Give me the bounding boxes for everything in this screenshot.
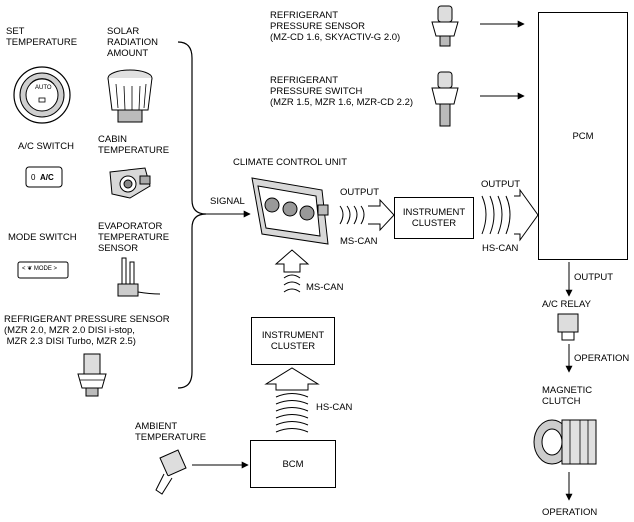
climate-control-unit-label: CLIMATE CONTROL UNIT — [233, 157, 348, 168]
mode-switch-icon — [17, 261, 69, 279]
ms-can-label-2: MS-CAN — [306, 282, 344, 293]
refrigerant-sensor-left-icon — [77, 353, 107, 397]
ac-relay-icon — [557, 313, 579, 341]
cabin-temperature-sensor-icon — [109, 167, 151, 199]
mode-switch-label: MODE SWITCH — [8, 232, 77, 243]
refrigerant-pressure-switch-icon — [431, 71, 459, 127]
input-bracket — [177, 41, 207, 389]
magnetic-clutch-label: MAGNETIC CLUTCH — [542, 385, 593, 407]
hs-can-output-arrow — [481, 188, 539, 242]
operation-label-2: OPERATION — [542, 507, 598, 518]
hs-can-up-arrow — [264, 367, 320, 433]
refrigerant-sensor-left-label: REFRIGERANT PRESSURE SENSOR (MZR 2.0, MZ… — [4, 314, 170, 347]
pressure-sensor-label: REFRIGERANT PRESSURE SENSOR (MZ-CD 1.6, … — [270, 10, 401, 43]
signal-label: SIGNAL — [210, 196, 245, 207]
instrument-cluster-right-box: INSTRUMENT CLUSTER — [394, 197, 474, 239]
ac-relay-label: A/C RELAY — [542, 299, 591, 310]
solar-radiation-sensor-icon — [107, 69, 153, 123]
refrigerant-pressure-sensor-top-icon — [431, 5, 459, 47]
ac-switch-icon — [25, 166, 63, 188]
mode-button-label: < ❦ MODE > — [22, 266, 58, 272]
output-label-1: OUTPUT — [340, 187, 380, 198]
cabin-temperature-label: CABIN TEMPERATURE — [98, 134, 170, 156]
operation-label-1: OPERATION — [574, 353, 630, 364]
solar-radiation-label: SOLAR RADIATION AMOUNT — [107, 26, 159, 59]
ms-can-output-arrow — [339, 198, 395, 232]
pcm-box: PCM — [538, 12, 628, 260]
evaporator-sensor-label: EVAPORATOR TEMPERATURE SENSOR — [98, 221, 170, 254]
set-temperature-label: SET TEMPERATURE — [6, 26, 78, 48]
ambient-sensor-icon — [155, 449, 187, 495]
ms-can-up-arrow — [274, 249, 310, 293]
ms-can-label-1: MS-CAN — [340, 236, 378, 247]
ambient-temperature-label: AMBIENT TEMPERATURE — [135, 421, 207, 443]
ac-on-indicator: 0 — [31, 173, 36, 182]
hs-can-label-2: HS-CAN — [316, 402, 353, 413]
output-label-2: OUTPUT — [481, 179, 521, 190]
ac-button-label: A/C — [40, 173, 54, 182]
auto-label: AUTO — [35, 85, 52, 91]
ac-switch-label: A/C SWITCH — [18, 141, 74, 152]
pressure-switch-label: REFRIGERANT PRESSURE SWITCH (MZR 1.5, MZ… — [270, 75, 414, 108]
instrument-cluster-mid-box: INSTRUMENT CLUSTER — [251, 317, 335, 365]
magnetic-clutch-icon — [533, 419, 597, 465]
hs-can-label-1: HS-CAN — [482, 243, 519, 254]
set-temperature-knob-icon — [13, 66, 71, 124]
bcm-box: BCM — [250, 440, 336, 488]
climate-control-unit-icon — [251, 177, 329, 245]
evaporator-sensor-icon — [117, 257, 161, 297]
pcm-output-label: OUTPUT — [574, 272, 614, 283]
